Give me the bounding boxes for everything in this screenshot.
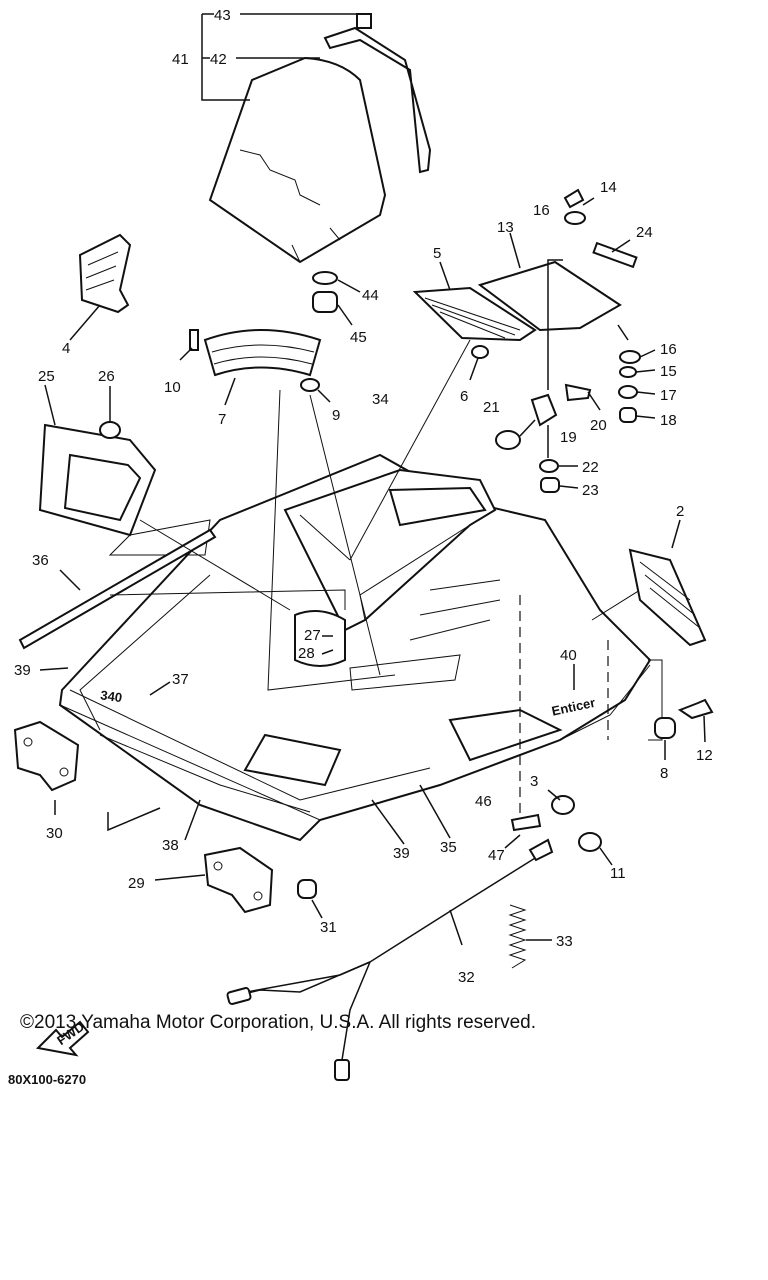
grille-2 (628, 519, 707, 647)
copyright-notice: ©2013 Yamaha Motor Corporation, U.S.A. A… (20, 1012, 536, 1033)
callout-30: 30 (46, 825, 63, 842)
callout-5: 5 (433, 245, 441, 262)
callout-10: 10 (164, 379, 181, 396)
callout-22: 22 (582, 459, 599, 476)
vent-5-panel-13 (412, 188, 638, 390)
callout-29: 29 (128, 875, 145, 892)
callout-39b: 39 (393, 845, 410, 862)
assembly-lines (109, 339, 663, 820)
callout-15: 15 (660, 363, 677, 380)
callout-34: 34 (372, 391, 389, 408)
callout-9: 9 (332, 407, 340, 424)
callout-40: 40 (560, 647, 577, 664)
callout-28: 28 (298, 645, 315, 662)
callout-16b: 16 (660, 341, 677, 358)
callout-25: 25 (38, 368, 55, 385)
windshield-leaders (201, 13, 357, 101)
callout-27: 27 (304, 627, 321, 644)
callout-labels: 43 41 42 14 16 24 13 5 4 44 45 16 15 17 … (14, 7, 713, 986)
callout-43: 43 (214, 7, 231, 24)
callout-leaders (39, 635, 575, 845)
spacers-44-45 (312, 271, 361, 326)
callout-3: 3 (530, 773, 538, 790)
trim-36 (18, 528, 217, 650)
callout-11: 11 (610, 865, 626, 882)
callout-44: 44 (362, 287, 379, 304)
small-hardware (504, 698, 714, 866)
callout-33: 33 (556, 933, 573, 950)
hinge-30 (13, 720, 80, 815)
callout-23: 23 (582, 482, 599, 499)
callout-16: 16 (533, 202, 550, 219)
callout-18: 18 (660, 412, 677, 429)
exploded-parts-diagram: 340 Enticer (8, 7, 714, 1087)
callout-47: 47 (488, 847, 505, 864)
panel-25 (38, 384, 157, 537)
callout-41: 41 (172, 51, 189, 68)
diagram-code: 80X100-6270 (8, 1072, 86, 1087)
callout-31: 31 (320, 919, 337, 936)
callout-35: 35 (440, 839, 457, 856)
callout-7: 7 (218, 411, 226, 428)
callout-37: 37 (172, 671, 189, 688)
grille-7 (179, 329, 331, 406)
callout-2: 2 (676, 503, 684, 520)
callout-21: 21 (483, 399, 500, 416)
callout-4: 4 (62, 340, 70, 357)
callout-39: 39 (14, 662, 31, 679)
callout-45: 45 (350, 329, 367, 346)
callout-38: 38 (162, 837, 179, 854)
callout-6: 6 (460, 388, 468, 405)
callout-32: 32 (458, 969, 475, 986)
callout-19: 19 (560, 429, 577, 446)
windshield (208, 13, 432, 264)
callout-24: 24 (636, 224, 653, 241)
hood-badges: 340 Enticer (99, 687, 596, 718)
cable-32-spring-33 (226, 838, 554, 1081)
part-emblem-4 (69, 233, 132, 341)
hardware-15-23 (495, 349, 656, 493)
callout-36: 36 (32, 552, 49, 569)
callout-14: 14 (600, 179, 617, 196)
callout-17: 17 (660, 387, 677, 404)
svg-text:340: 340 (99, 687, 123, 705)
callout-26: 26 (98, 368, 115, 385)
callout-42: 42 (210, 51, 227, 68)
callout-8: 8 (660, 765, 668, 782)
callout-12: 12 (696, 747, 713, 764)
callout-46: 46 (475, 793, 492, 810)
callout-20: 20 (590, 417, 607, 434)
hinge-29 (154, 846, 323, 919)
callout-13: 13 (497, 219, 514, 236)
